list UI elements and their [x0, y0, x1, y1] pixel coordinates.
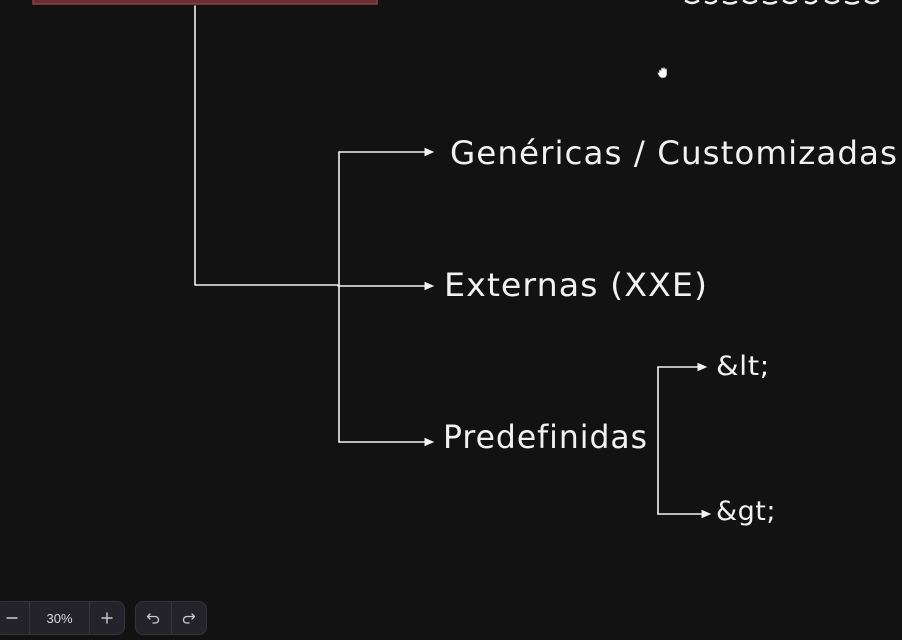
redo-icon	[182, 613, 195, 624]
connector-lines[interactable]	[194, 5, 707, 515]
zoom-level-label[interactable]: 30%	[46, 610, 73, 626]
arrowhead-lt	[697, 362, 708, 372]
toolbar-divider	[170, 602, 172, 634]
plus-icon	[101, 612, 113, 624]
top-shape-partial[interactable]	[32, 0, 378, 5]
toolbar-divider	[28, 602, 30, 634]
undo-icon	[147, 613, 160, 624]
arrowheads	[424, 147, 712, 519]
minus-icon	[6, 617, 18, 619]
toolbar-divider	[89, 602, 91, 634]
main-connector	[194, 5, 339, 286]
arrowhead-genericas	[424, 147, 435, 157]
node-lt-entity[interactable]: &lt;	[716, 351, 770, 382]
node-genericas-customizadas[interactable]: Genéricas / Customizadas	[450, 134, 898, 172]
top-right-partial-text	[684, 0, 880, 5]
arrowhead-gt	[701, 509, 712, 519]
zoom-in-button[interactable]	[90, 602, 124, 634]
node-predefinidas[interactable]: Predefinidas	[443, 418, 648, 456]
redo-button[interactable]	[171, 602, 206, 634]
node-externas-xxe[interactable]: Externas (XXE)	[444, 266, 708, 304]
arrowhead-externas	[424, 281, 435, 291]
zoom-controls: 30%	[0, 601, 125, 635]
zoom-out-button[interactable]	[0, 602, 29, 634]
undo-button[interactable]	[136, 602, 171, 634]
node-gt-entity[interactable]: &gt;	[716, 496, 776, 527]
hand-cursor-icon	[657, 66, 668, 79]
arrowhead-predefinidas	[424, 437, 435, 447]
history-controls	[135, 601, 207, 635]
